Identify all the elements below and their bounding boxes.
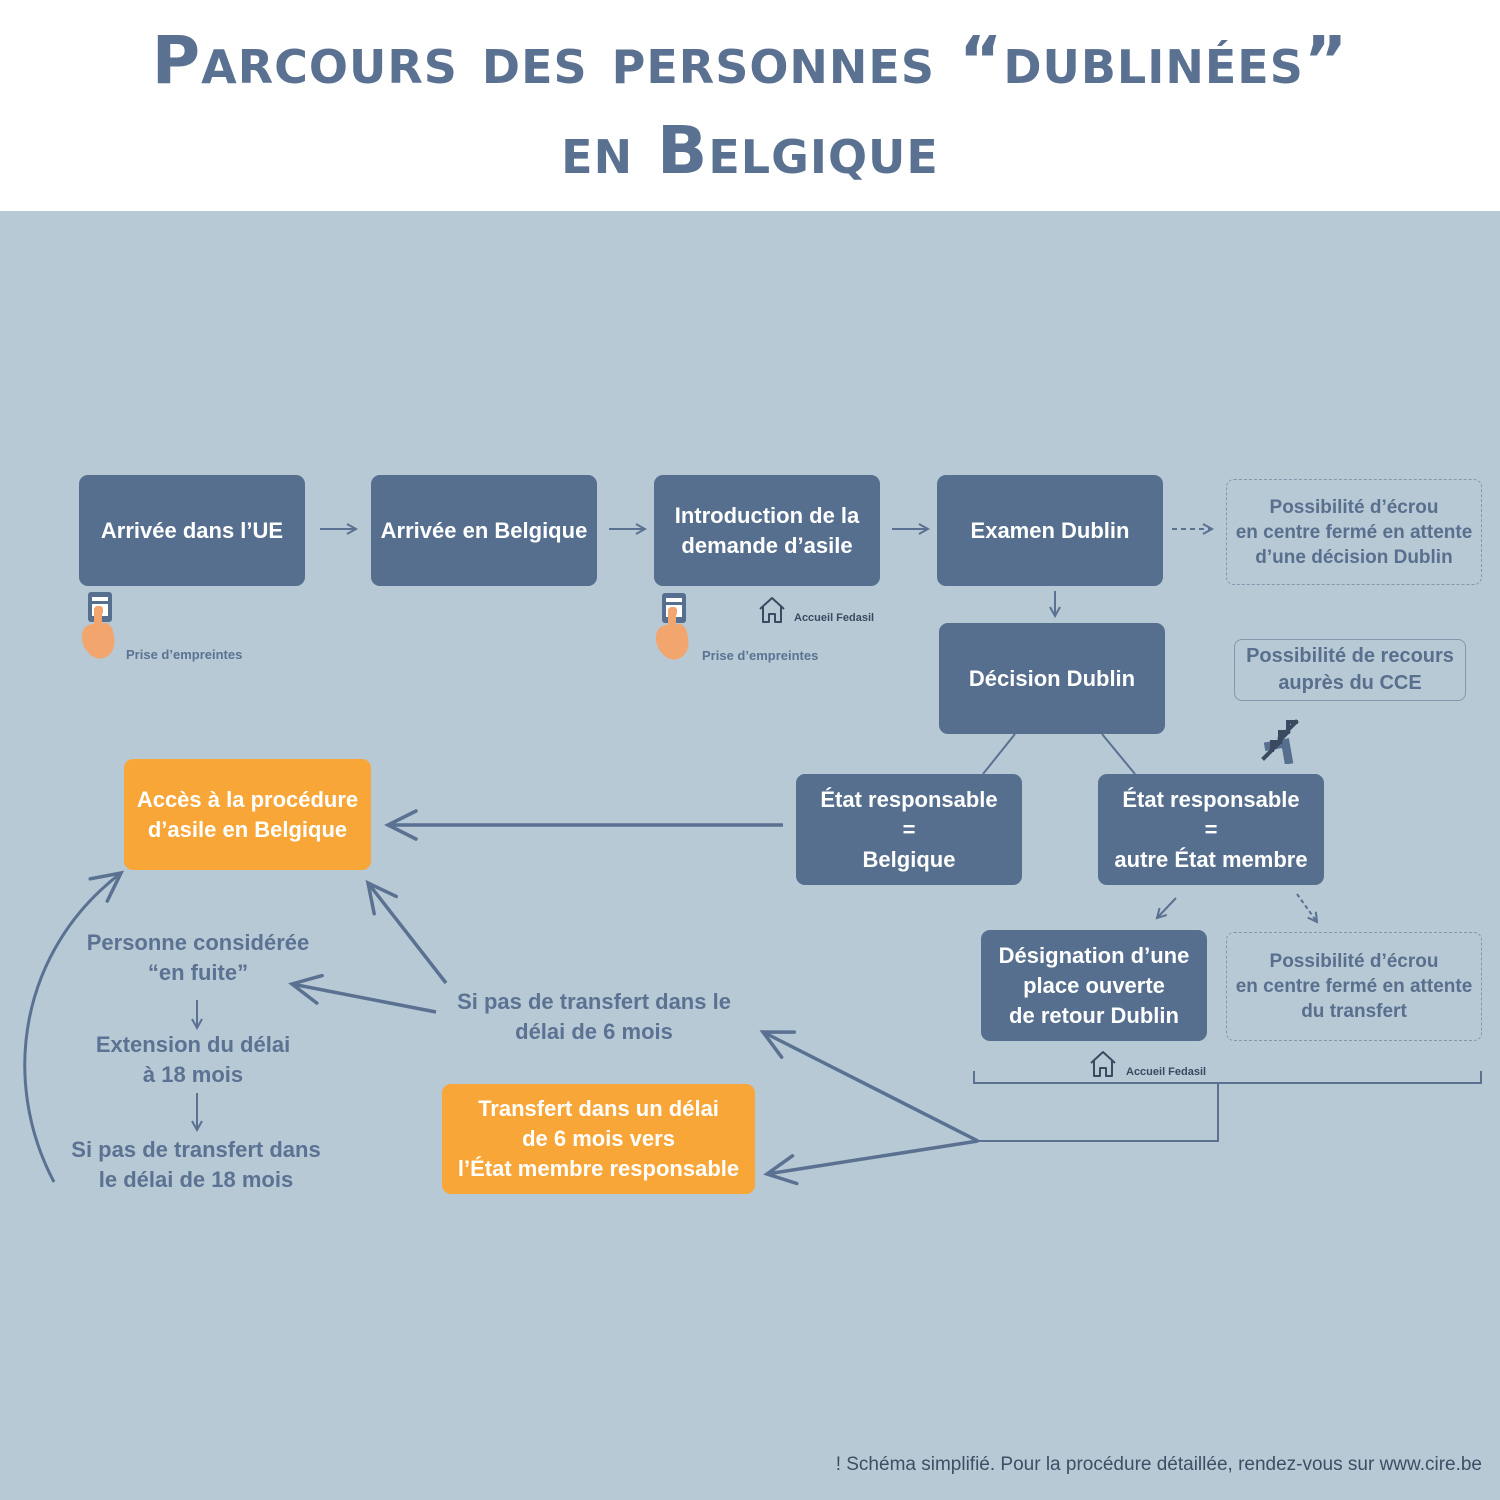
- branch-to-autre: [1101, 733, 1136, 775]
- fedasil-label-2: Accueil Fedasil: [1126, 1066, 1207, 1078]
- step-recours: Possibilité de recours auprès du CCE: [1234, 639, 1466, 701]
- arrow-loop-to-acces: [23, 870, 125, 1183]
- house-icon: [1088, 1050, 1118, 1083]
- bracket: [973, 1071, 1482, 1084]
- page-title-line-2: en Belgique: [561, 112, 939, 189]
- step-introduction: Introduction de la demande d’asile: [654, 475, 880, 586]
- step-extension: Extension du délai à 18 mois: [95, 1032, 291, 1087]
- fingerprint-scanner-icon: [78, 590, 120, 667]
- header: Parcours des personnes “dublinées” en Be…: [0, 0, 1500, 211]
- footer-note: ! Schéma simplifié. Pour la procédure dé…: [835, 1454, 1482, 1475]
- page-title-line-1: Parcours des personnes “dublinées”: [151, 22, 1349, 99]
- arrow-pas-transfert-to-fuite: [288, 973, 437, 1014]
- fedasil-label-1: Accueil Fedasil: [794, 612, 875, 624]
- step-acces-procedure: Accès à la procédure d’asile en Belgique: [124, 759, 371, 870]
- step-ecrou-decision: Possibilité d’écrou en centre fermé en a…: [1226, 479, 1482, 585]
- step-pas-transfert-6: Si pas de transfert dans le délai de 6 m…: [457, 989, 731, 1044]
- step-etat-belgique: État responsable = Belgique: [796, 774, 1022, 885]
- arrow-pas-transfert-to-acces: [365, 879, 448, 985]
- arrow-to-pas-transfert: [759, 1030, 979, 1143]
- arrow-autre-to-designation: [1157, 897, 1177, 918]
- step-arrivee-ue: Arrivée dans l’UE: [79, 475, 305, 586]
- house-icon: [757, 596, 787, 629]
- step-ecrou-transfert: Possibilité d’écrou en centre fermé en a…: [1226, 932, 1482, 1041]
- chevron-up-icon: [1258, 708, 1306, 769]
- branch-to-belgique: [982, 733, 1016, 775]
- step-en-fuite: Personne considérée “en fuite”: [86, 930, 310, 985]
- bracket-stem: [978, 1083, 1219, 1142]
- empreintes-label-2: Prise d’empreintes: [702, 648, 819, 663]
- step-transfert: Transfert dans un délai de 6 mois vers l…: [442, 1084, 755, 1194]
- step-designation: Désignation d’une place ouverte de retou…: [981, 930, 1207, 1041]
- fingerprint-scanner-icon: [652, 591, 694, 668]
- empreintes-label-1: Prise d’empreintes: [126, 647, 243, 662]
- arrow-autre-to-ecrou: [1296, 893, 1317, 922]
- step-examen: Examen Dublin: [937, 475, 1163, 586]
- step-etat-autre: État responsable = autre État membre: [1098, 774, 1324, 885]
- step-decision: Décision Dublin: [939, 623, 1165, 734]
- step-pas-transfert-18: Si pas de transfert dans le délai de 18 …: [71, 1137, 321, 1192]
- step-arrivee-belgique: Arrivée en Belgique: [371, 475, 597, 586]
- arrow-to-transfert: [763, 1139, 979, 1186]
